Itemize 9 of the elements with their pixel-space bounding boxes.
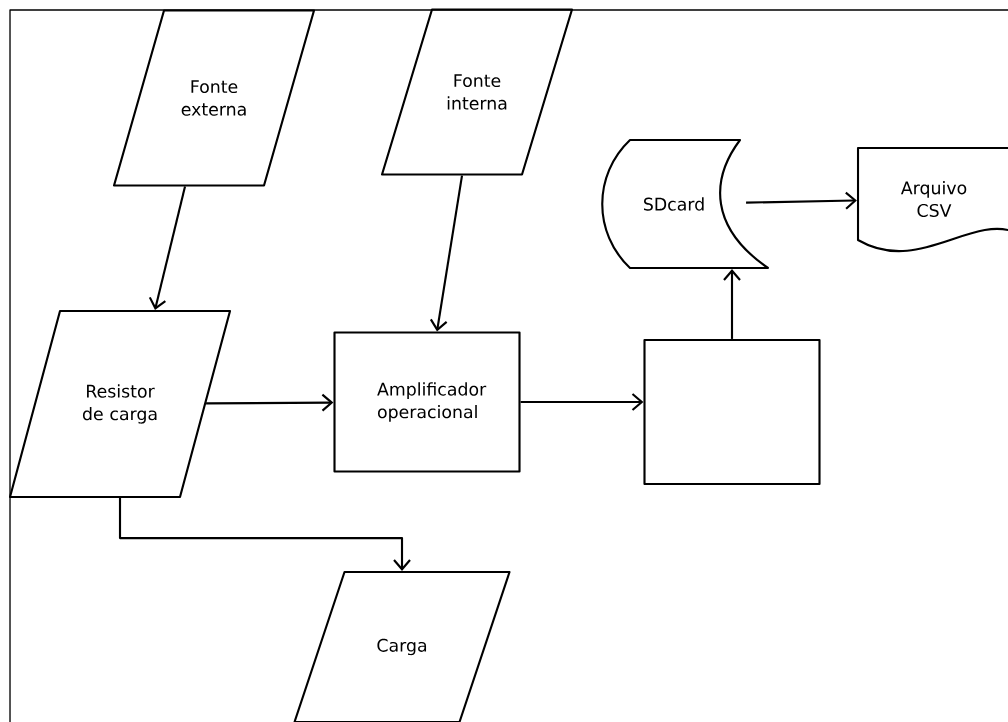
process-box	[643, 338, 821, 486]
arrow	[746, 191, 857, 210]
arrow	[520, 393, 644, 411]
arrow	[206, 393, 334, 412]
process-box: Amplificador operacional	[333, 331, 521, 473]
arrow	[723, 269, 741, 339]
arrow	[148, 186, 187, 310]
arrow	[429, 175, 464, 332]
arrow	[118, 498, 411, 571]
